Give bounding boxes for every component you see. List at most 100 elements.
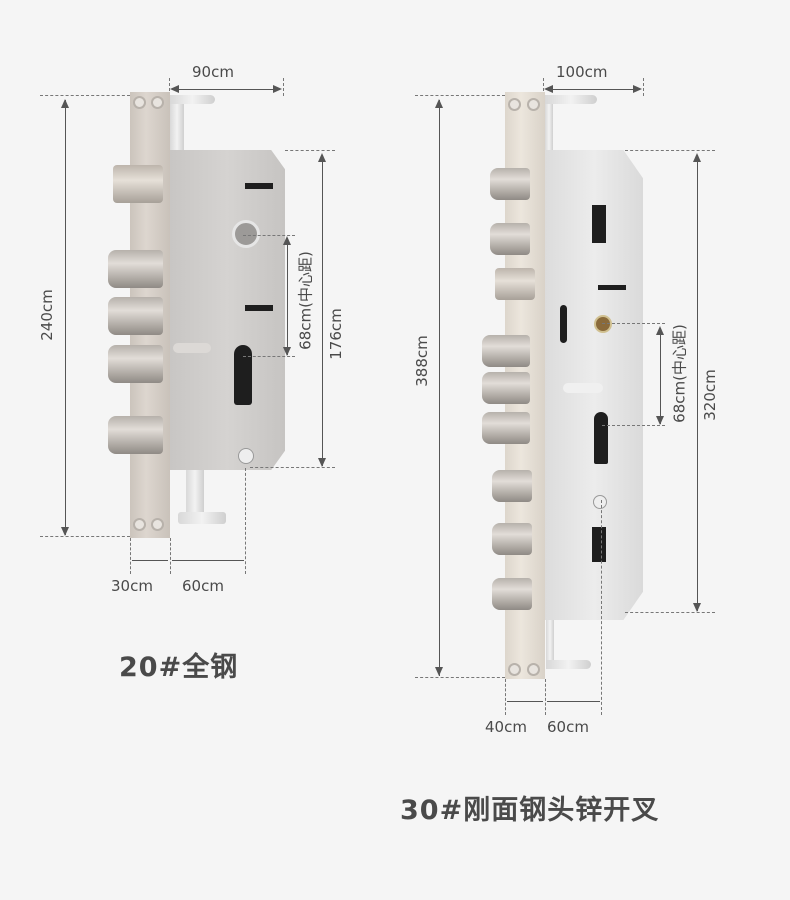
dead-bolt [108, 250, 163, 288]
slot [560, 305, 567, 343]
left-faceplate-width-label: 30cm [111, 577, 153, 595]
dead-bolt [108, 297, 163, 335]
dead-bolt [108, 416, 163, 454]
arrow-up-icon [435, 99, 443, 108]
dim-guide [245, 468, 246, 574]
spindle-hub [594, 315, 612, 333]
bottom-hook [546, 620, 554, 665]
cylinder-hole-icon [594, 412, 608, 464]
left-top-width-label: 90cm [192, 63, 234, 81]
dim-guide [283, 78, 284, 96]
right-case-height-label: 320cm [701, 369, 719, 421]
right-faceplate-width-label: 40cm [485, 718, 527, 736]
right-backset-label: 60cm [547, 718, 589, 736]
right-product-title: 30#刚面钢头锌开叉 [400, 795, 660, 826]
slot [173, 343, 211, 353]
left-backset-label: 60cm [182, 577, 224, 595]
mount-hole [527, 98, 540, 111]
mount-hole [151, 518, 164, 531]
arrow-up-icon [318, 153, 326, 162]
dim-line [546, 89, 640, 90]
dim-guide [505, 679, 506, 715]
arrow-up-icon [283, 236, 291, 245]
arrow-down-icon [435, 667, 443, 676]
dim-guide [543, 78, 544, 96]
dim-line [65, 100, 66, 535]
arrow-right-icon [273, 85, 282, 93]
right-top-width-label: 100cm [556, 63, 608, 81]
dim-line [132, 560, 168, 561]
dim-guide [40, 95, 130, 96]
dead-bolt [490, 223, 530, 255]
arrow-up-icon [656, 326, 664, 335]
arrow-left-icon [544, 85, 553, 93]
dim-line [697, 155, 698, 611]
dim-line [287, 238, 288, 355]
slot [598, 285, 626, 290]
dead-bolt [492, 523, 532, 555]
latch-bolt [113, 165, 163, 203]
spindle-hub [232, 220, 260, 248]
dim-guide [643, 78, 644, 96]
left-product-title: 20#全钢 [119, 652, 239, 683]
slot [563, 383, 603, 393]
cylinder-hole-icon [234, 345, 252, 405]
dead-bolt [482, 335, 530, 367]
slot [245, 183, 273, 189]
mount-hole [527, 663, 540, 676]
mount-hole [508, 98, 521, 111]
arrow-down-icon [283, 347, 291, 356]
dim-guide [625, 150, 715, 151]
dead-bolt [482, 372, 530, 404]
dim-guide [625, 612, 715, 613]
top-hook [545, 104, 553, 152]
dim-guide [602, 425, 665, 426]
dim-guide [170, 538, 171, 574]
mount-hole [151, 96, 164, 109]
dim-line [172, 89, 280, 90]
dim-guide [415, 677, 505, 678]
dim-guide [243, 356, 295, 357]
right-center-distance-label: 68cm(中心距) [670, 324, 689, 423]
slot [592, 527, 606, 562]
top-hook [170, 104, 184, 152]
left-total-height-label: 240cm [38, 289, 56, 341]
right-total-height-label: 388cm [413, 335, 431, 387]
arrow-down-icon [693, 603, 701, 612]
dim-guide [130, 538, 131, 574]
top-hook [170, 95, 215, 104]
dim-guide [40, 536, 130, 537]
left-center-distance-label: 68cm(中心距) [296, 251, 315, 350]
dead-bolt [482, 412, 530, 444]
arrow-right-icon [633, 85, 642, 93]
bottom-hook [546, 660, 591, 669]
mount-hole [133, 518, 146, 531]
latch-bolt [495, 268, 535, 300]
dim-line [660, 328, 661, 424]
keyhole-icon [238, 448, 254, 464]
slot [245, 305, 273, 311]
arrow-down-icon [656, 416, 664, 425]
dim-guide [169, 78, 170, 96]
dim-guide [415, 95, 505, 96]
dim-guide [285, 150, 335, 151]
bottom-hook [178, 512, 226, 524]
dim-guide [250, 467, 335, 468]
dim-guide [602, 323, 665, 324]
dead-bolt [108, 345, 163, 383]
bottom-hook [186, 470, 204, 515]
left-case-height-label: 176cm [327, 308, 345, 360]
top-hook [545, 95, 597, 104]
keyhole-icon [593, 495, 607, 509]
dim-line [439, 100, 440, 676]
dim-guide [243, 235, 295, 236]
dim-guide [601, 500, 602, 715]
dead-bolt [492, 470, 532, 502]
dim-guide [545, 679, 546, 715]
arrow-up-icon [61, 99, 69, 108]
mount-hole [133, 96, 146, 109]
dead-bolt [492, 578, 532, 610]
arrow-down-icon [61, 527, 69, 536]
dim-line [507, 701, 543, 702]
mount-hole [508, 663, 521, 676]
